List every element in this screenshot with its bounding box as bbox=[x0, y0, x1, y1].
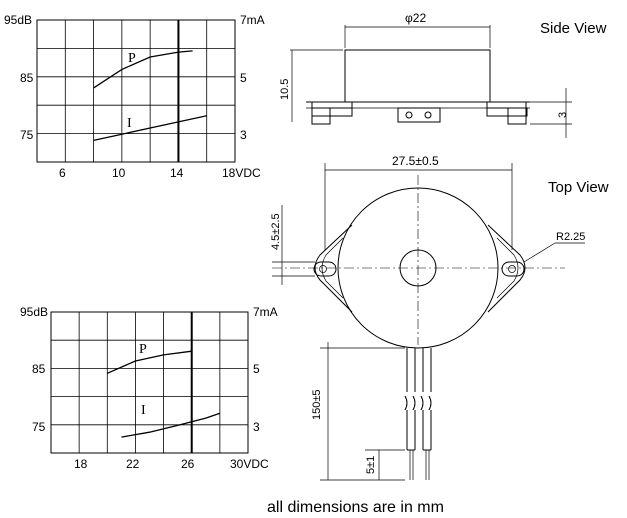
dim-lead-strip: 5±1 bbox=[365, 456, 377, 474]
top-view-slot-left-hole bbox=[319, 265, 327, 273]
dim-span: 27.5±0.5 bbox=[392, 154, 439, 168]
chart-1-series-label-i: I bbox=[127, 116, 132, 131]
side-view-terminal-block bbox=[397, 107, 441, 123]
side-view-body bbox=[344, 49, 491, 103]
side-view-terminal-left bbox=[405, 111, 413, 119]
footer-note: all dimensions are in mm bbox=[267, 499, 444, 516]
chart-1-x-tick-3: 18VDC bbox=[222, 166, 261, 180]
side-view: Side View φ22 10.5 3 bbox=[279, 11, 607, 138]
chart-1-frame bbox=[36, 19, 236, 163]
chart-1: 95dB 85 75 7mA 5 3 6 10 14 18VDC P I bbox=[4, 13, 265, 180]
chart-2: 95dB 85 75 7mA 5 3 18 22 26 30VDC P I bbox=[20, 305, 278, 471]
dim-radius: R2.25 bbox=[556, 231, 585, 243]
dim-lead-length: 150±5 bbox=[311, 389, 323, 420]
top-view-lead-break bbox=[404, 395, 432, 411]
chart-2-y-left-tick-bot: 75 bbox=[32, 420, 46, 434]
chart-2-series bbox=[107, 350, 221, 438]
side-view-base bbox=[306, 101, 530, 125]
dim-height: 10.5 bbox=[279, 79, 291, 100]
chart-2-x-tick-0: 18 bbox=[74, 457, 88, 471]
chart-1-series-p bbox=[93, 50, 193, 89]
chart-2-series-i bbox=[121, 412, 221, 438]
chart-1-y-left-tick-bot: 75 bbox=[20, 128, 34, 142]
top-view-flange bbox=[314, 224, 526, 313]
chart-2-frame bbox=[50, 311, 249, 454]
chart-1-x-tick-1: 10 bbox=[112, 166, 126, 180]
dim-diameter: φ22 bbox=[405, 11, 426, 25]
top-view-slot-right-hole bbox=[508, 265, 516, 273]
top-view-leads-upper bbox=[406, 348, 432, 392]
chart-1-x-tick-0: 6 bbox=[59, 166, 66, 180]
side-view-terminal-right bbox=[424, 111, 432, 119]
chart-2-x-tick-2: 26 bbox=[181, 457, 195, 471]
chart-1-y-left-tick-mid: 85 bbox=[20, 71, 34, 85]
chart-2-y-right-tick-top: 7mA bbox=[253, 305, 278, 319]
chart-2-series-p bbox=[107, 350, 192, 374]
dim-tab: 3 bbox=[557, 112, 569, 118]
chart-2-y-left-tick-mid: 85 bbox=[32, 362, 46, 376]
chart-1-series-label-p: P bbox=[128, 51, 136, 66]
side-view-left-tab bbox=[311, 107, 353, 117]
chart-2-x-tick-1: 22 bbox=[126, 457, 140, 471]
chart-1-y-right-tick-bot: 3 bbox=[240, 128, 247, 142]
chart-2-y-right-tick-mid: 5 bbox=[253, 362, 260, 376]
chart-1-series bbox=[93, 50, 207, 142]
chart-1-series-i bbox=[93, 115, 207, 142]
top-view-slot-right bbox=[501, 261, 525, 277]
dim-radius-leader bbox=[523, 242, 556, 263]
side-view-right-tab bbox=[486, 107, 528, 117]
chart-2-grid bbox=[50, 311, 249, 454]
chart-2-y-left-tick-top: 95dB bbox=[20, 305, 48, 319]
chart-1-y-right-tick-top: 7mA bbox=[240, 13, 265, 27]
top-view-slot-left bbox=[313, 261, 337, 277]
dim-offset: 4.5±2.5 bbox=[270, 213, 282, 250]
chart-1-y-left-tick-top: 95dB bbox=[4, 13, 32, 27]
chart-1-y-right-tick-mid: 5 bbox=[240, 71, 247, 85]
chart-2-series-label-p: P bbox=[139, 342, 147, 357]
side-view-label: Side View bbox=[540, 20, 607, 37]
chart-2-y-right-tick-bot: 3 bbox=[253, 420, 260, 434]
top-view-label: Top View bbox=[548, 179, 609, 196]
top-view: Top View 27.5±0.5 4.5±2.5 R2.25 bbox=[270, 154, 609, 481]
chart-2-x-tick-3: 30VDC bbox=[230, 457, 269, 471]
top-view-lead-cores bbox=[409, 450, 430, 480]
top-view-leads-lower bbox=[406, 410, 432, 450]
chart-1-grid bbox=[36, 19, 236, 163]
chart-2-series-label-i: I bbox=[141, 403, 146, 418]
chart-1-x-tick-2: 14 bbox=[170, 166, 184, 180]
